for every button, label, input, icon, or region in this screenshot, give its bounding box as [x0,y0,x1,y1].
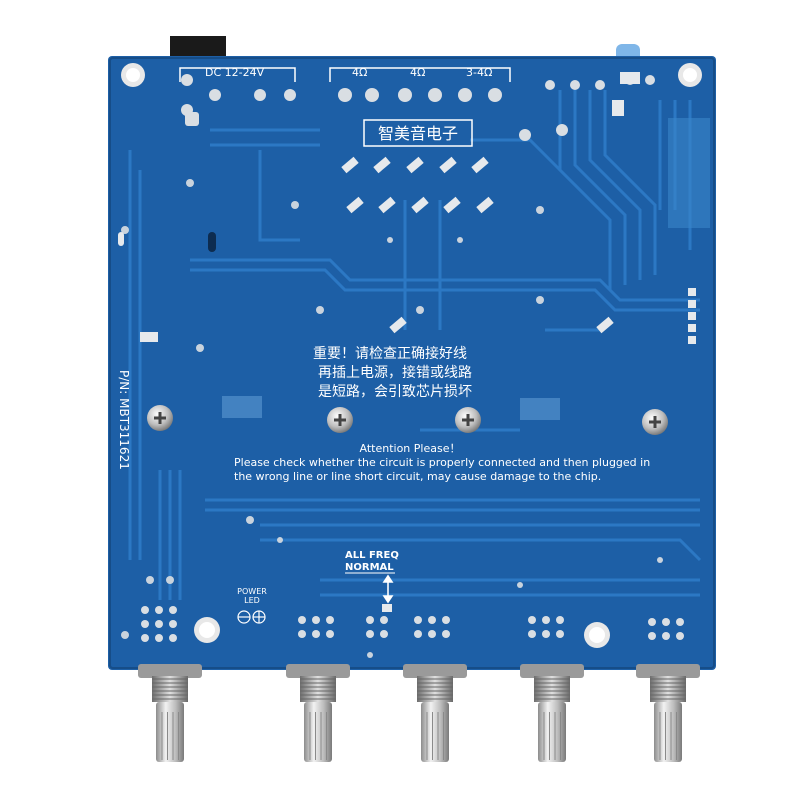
vias [121,179,663,658]
pad-clusters [141,606,684,642]
warning-cn-line-2: 再插上电源，接错或线路 [318,364,472,381]
warning-cn-line-1: 重要！请检查正确接好线 [313,345,467,362]
speaker-label-2: 4Ω [410,66,425,79]
brand-label: 智美音电子 [378,124,458,143]
potentiometer-knob[interactable] [138,664,202,762]
part-number-label: P/N: MBT311621 [117,370,131,470]
power-led-label-1: POWER [237,587,267,596]
warning-cn-line-3: 是短路，会引致芯片损坏 [318,384,472,400]
terminal-pads [181,74,655,141]
mount-hole-icon [121,63,702,648]
mode-label-allfreq: ALL FREQ [345,550,399,561]
speaker-label-1: 4Ω [352,66,367,79]
potentiometer-knob[interactable] [520,664,584,762]
led-icon [237,610,266,624]
mode-label-normal: NORMAL [345,562,394,573]
smd-components [140,72,696,344]
attention-line-2: the wrong line or line short circuit, ma… [234,470,601,483]
power-led-label-2: LED [244,596,260,605]
attention-line-1: Please check whether the circuit is prop… [234,456,650,469]
speaker-label-3: 3-4Ω [466,66,492,79]
up-down-arrow-icon [382,574,394,604]
potentiometer-knob[interactable] [403,664,467,762]
pcb-board [108,56,716,670]
phillips-screw-icon [147,405,668,435]
attention-title: Attention Please！ [360,442,461,455]
power-input-label: DC 12-24V [205,66,265,79]
potentiometer-knob[interactable] [636,664,700,762]
via-array [222,396,560,420]
potentiometer-knob[interactable] [286,664,350,762]
